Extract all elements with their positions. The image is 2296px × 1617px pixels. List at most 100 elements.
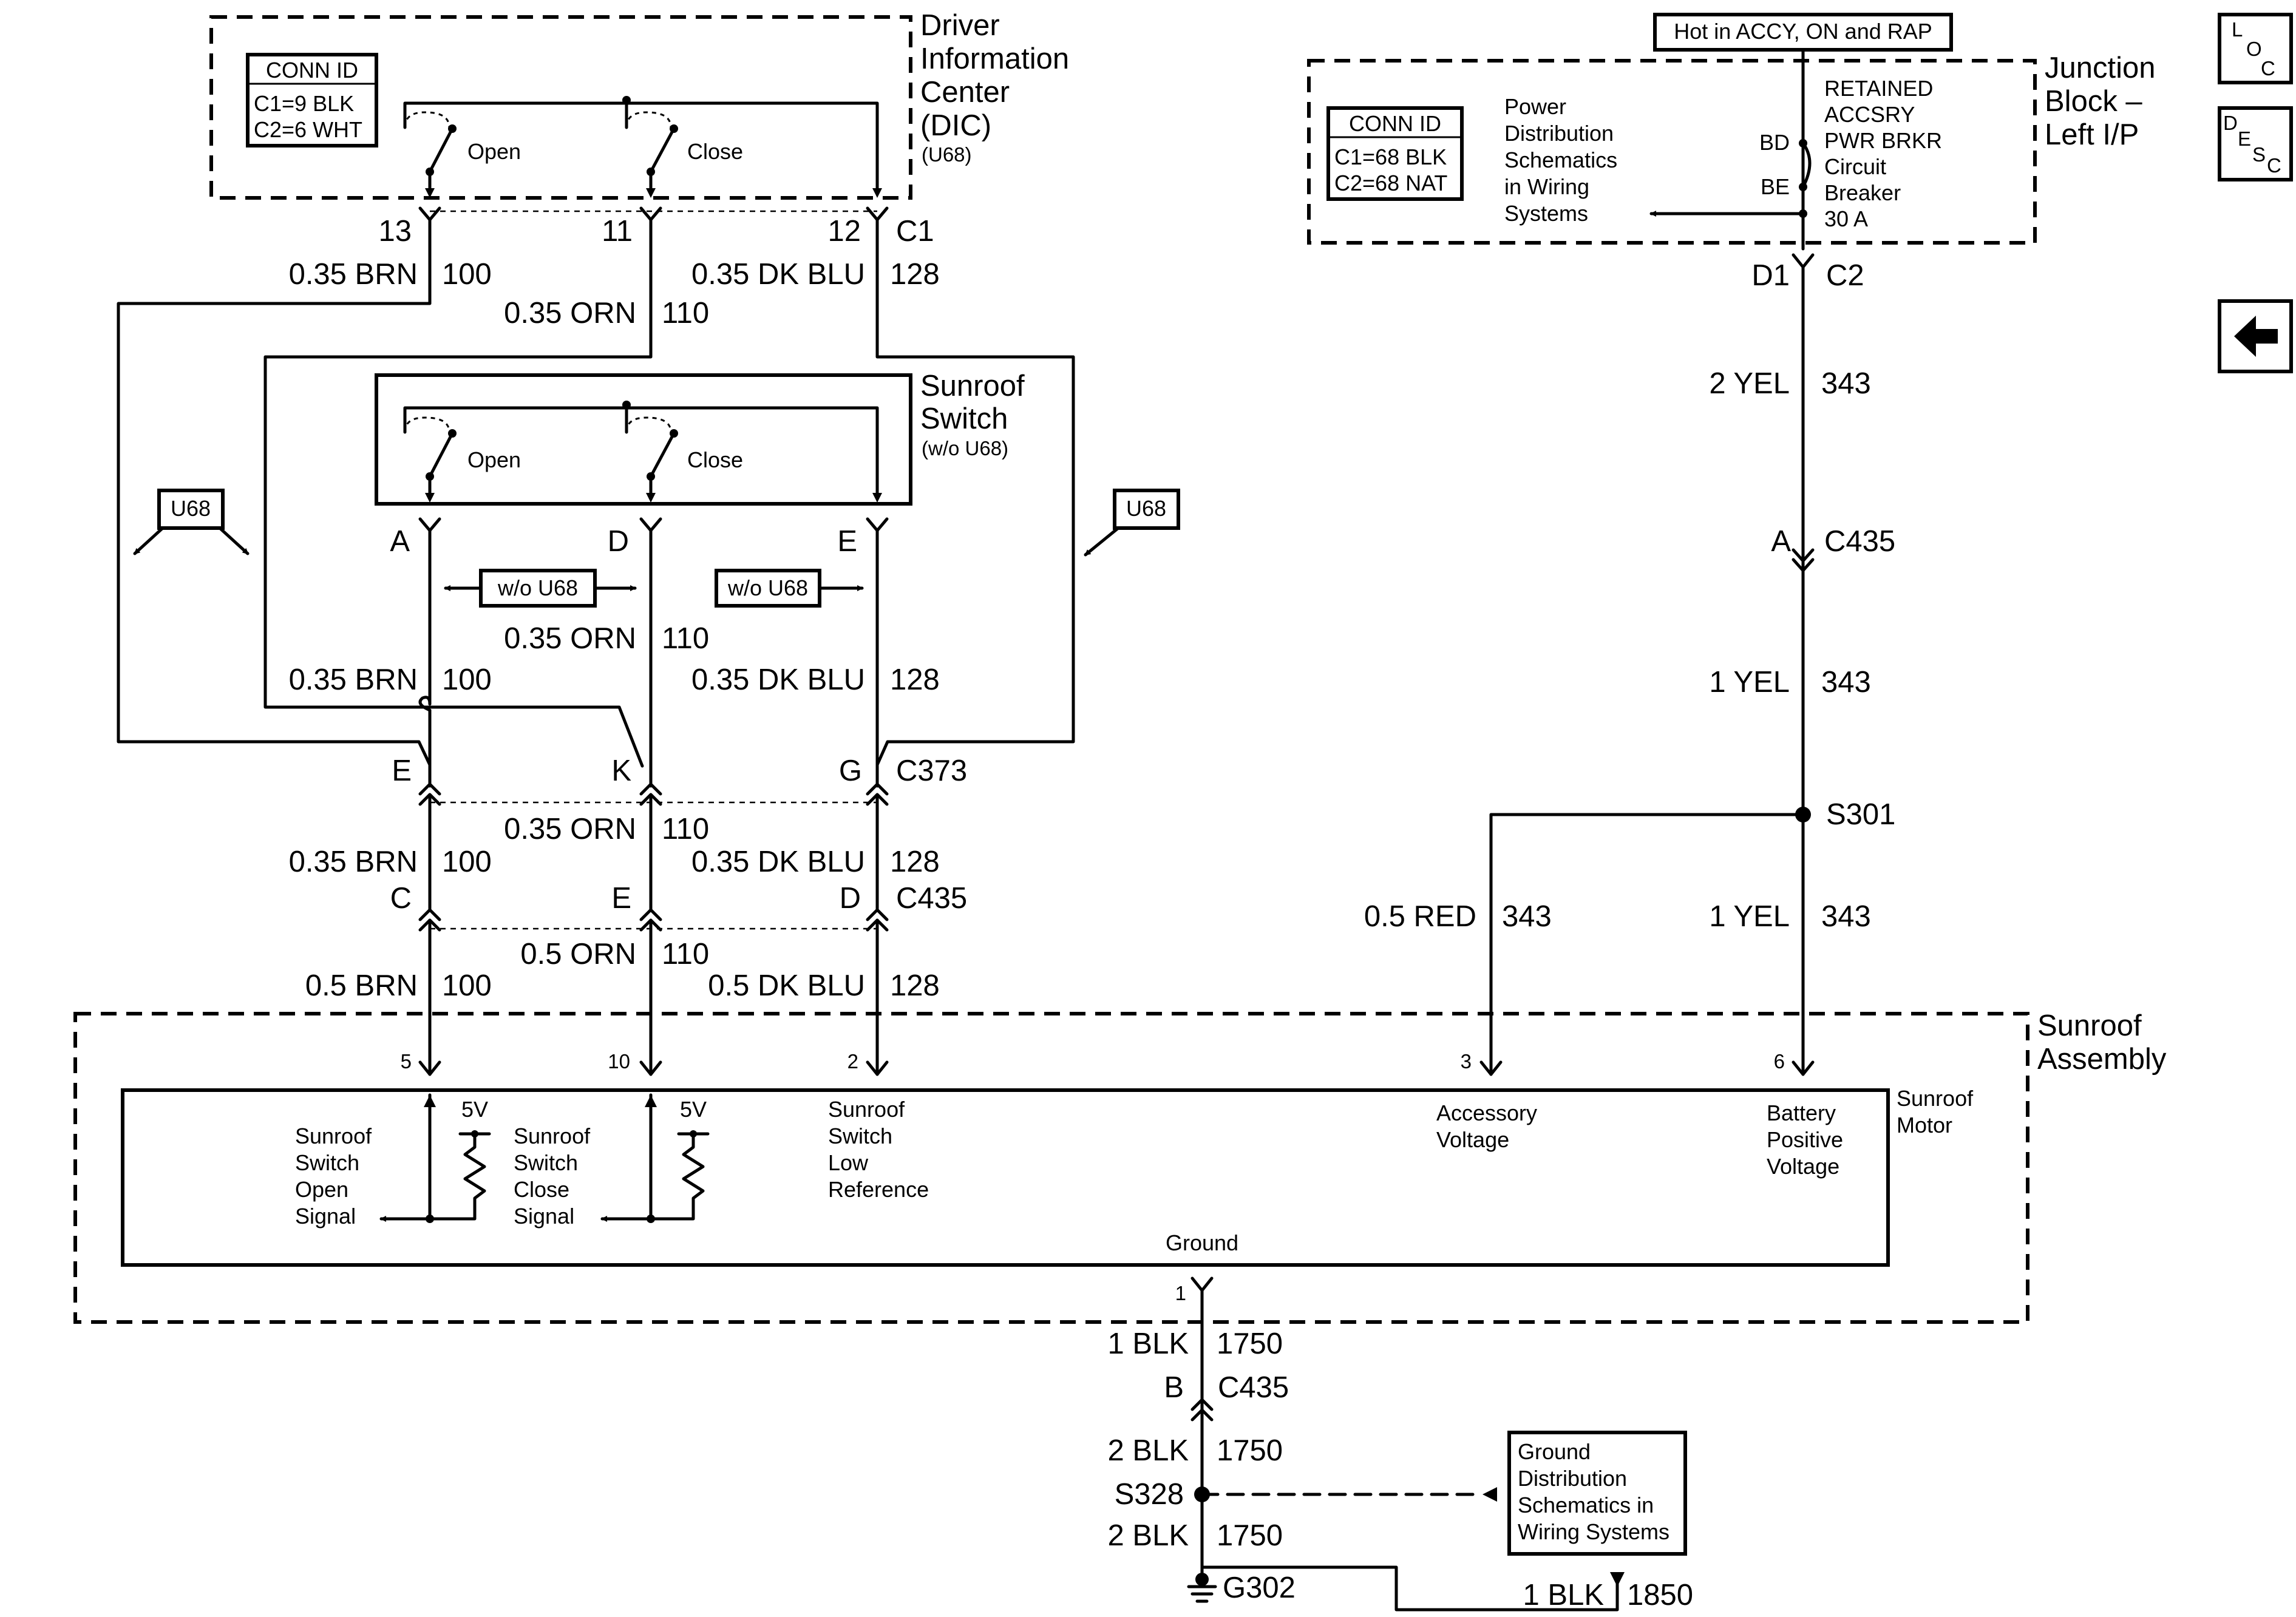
sunroof-switch-pin-e: E	[837, 525, 857, 558]
circuit-label: 100	[442, 846, 492, 878]
wo-u68-tag-1[interactable]: w/o U68	[444, 569, 637, 608]
dic-outline	[209, 15, 912, 200]
open-signal-circuit: 5V Sunroof Switch Open Signal	[295, 1093, 491, 1229]
power-dist-2: Distribution	[1504, 121, 1614, 146]
wire-label: 0.35 BRN	[289, 258, 418, 291]
wire-label: 0.5 RED	[1364, 900, 1476, 933]
loc-button[interactable]: L O C	[2218, 13, 2293, 84]
c435-label-upper: C435	[896, 882, 967, 915]
u68-tag-left-label: U68	[171, 496, 211, 521]
sunroof-switch-open-label: Open	[467, 447, 521, 472]
wire-label: 0.35 BRN	[289, 846, 418, 878]
c435-pin-b: B	[1164, 1371, 1184, 1404]
breaker-line-2: ACCSRY	[1824, 102, 1915, 127]
open-signal-3: Open	[295, 1177, 348, 1202]
acc-voltage-1: Accessory	[1436, 1100, 1537, 1125]
back-arrow-icon	[2234, 316, 2278, 357]
desc-button[interactable]: D E S C	[2218, 106, 2293, 181]
circuit-label: 128	[890, 846, 940, 878]
c373-pin-k: K	[611, 754, 631, 787]
hot-label-text: Hot in ACCY, ON and RAP	[1674, 19, 1932, 44]
assembly-pin-5: 5	[401, 1050, 412, 1073]
dic-open-label: Open	[467, 139, 521, 164]
wo-u68-tag-2-label: w/o U68	[727, 575, 808, 600]
c435-label-right: C435	[1824, 525, 1895, 558]
sunroof-assembly-outline	[73, 1012, 2029, 1324]
wire-label: 0.35 BRN	[289, 663, 418, 696]
loc-letter-l: L	[2232, 18, 2243, 41]
junction-connector-c2: C2	[1826, 259, 1864, 292]
low-ref-4: Reference	[828, 1177, 929, 1202]
open-5v-label: 5V	[461, 1097, 488, 1122]
c435-label-lower: C435	[1218, 1371, 1289, 1404]
wire-1850	[1200, 1565, 1619, 1612]
dic-pin-11: 11	[602, 215, 633, 248]
dic-module: Driver Information Center (DIC) (U68) CO…	[209, 9, 1069, 248]
wire-128-dic	[875, 218, 1075, 767]
breaker-line-5: Breaker	[1824, 180, 1901, 205]
junction-block-outline	[1307, 59, 2037, 245]
wire-343-accessory	[1489, 813, 1805, 1076]
dic-close-switch: Close	[625, 111, 743, 195]
sunroof-assembly-title-2: Assembly	[2037, 1043, 2167, 1076]
close-signal-1: Sunroof	[514, 1124, 591, 1148]
u68-tag-right[interactable]: U68	[1084, 489, 1180, 557]
wire-label: 1 YEL	[1709, 900, 1790, 933]
ground-dist-2: Distribution	[1518, 1466, 1627, 1491]
low-ref-2: Switch	[828, 1124, 892, 1148]
ground-dist-box[interactable]: Ground Distribution Schematics in Wiring…	[1507, 1431, 1687, 1556]
open-signal-4: Signal	[295, 1204, 356, 1229]
c435-connector-upper: C E D C435	[390, 882, 967, 932]
ground-dist-1: Ground	[1518, 1439, 1591, 1464]
assembly-pin-2: 2	[847, 1050, 858, 1073]
junction-conn-c1: C1=68 BLK	[1334, 144, 1447, 169]
dic-internal-bus	[403, 101, 879, 195]
circuit-label: 128	[890, 969, 940, 1002]
desc-letter-e: E	[2238, 127, 2251, 150]
breaker-line-1: RETAINED	[1824, 76, 1933, 101]
circuit-breaker: BD BE RETAINED ACCSRY PWR BRKR Circuit B…	[1759, 76, 1942, 231]
circuit-label: 128	[890, 663, 940, 696]
dic-conn-id-title: CONN ID	[266, 58, 358, 83]
splice-s328-label: S328	[1115, 1478, 1184, 1511]
wire-label: 2 BLK	[1108, 1434, 1189, 1467]
circuit-label: 1750	[1217, 1327, 1283, 1360]
wire-label: 1 YEL	[1709, 666, 1790, 699]
wo-u68-tag-2[interactable]: w/o U68	[715, 569, 864, 608]
sunroof-assembly-title-1: Sunroof	[2037, 1009, 2142, 1042]
sunroof-switch-option: (w/o U68)	[922, 437, 1008, 459]
splice-s301-label: S301	[1826, 798, 1895, 831]
assembly-pin-10: 10	[608, 1050, 630, 1073]
sunroof-switch-close: Close	[625, 416, 743, 500]
circuit-label: 343	[1821, 367, 1871, 400]
wire-label: 0.35 ORN	[504, 813, 636, 846]
dic-title-2: Information	[920, 42, 1069, 75]
ground-dist-3: Schematics in	[1518, 1493, 1654, 1517]
wire-label: 0.35 ORN	[504, 622, 636, 655]
assembly-pin-3: 3	[1461, 1050, 1472, 1073]
circuit-label: 1750	[1217, 1519, 1283, 1552]
wire-label: 2 BLK	[1108, 1519, 1189, 1552]
wire-100-dic	[117, 218, 432, 767]
close-signal-circuit: 5V Sunroof Switch Close Signal	[514, 1093, 710, 1229]
open-signal-1: Sunroof	[295, 1124, 372, 1148]
dic-conn-id-box	[246, 53, 378, 147]
wire-label: 0.5 BRN	[305, 969, 418, 1002]
wire-label: 1 BLK	[1523, 1579, 1605, 1612]
close-5v-label: 5V	[680, 1097, 707, 1122]
sunroof-switch: Sunroof Switch (w/o U68) Open Close A	[375, 370, 1025, 558]
sunroof-switch-title-1: Sunroof	[920, 370, 1025, 402]
back-button[interactable]	[2218, 299, 2293, 373]
sunroof-switch-close-label: Close	[687, 447, 743, 472]
power-dist-1: Power	[1504, 94, 1566, 119]
junction-conn-id-box	[1326, 106, 1464, 201]
sunroof-switch-pin-a: A	[390, 525, 410, 558]
sunroof-motor-title-1: Sunroof	[1897, 1086, 1974, 1111]
circuit-label: 343	[1821, 666, 1871, 699]
wire-label: 0.5 ORN	[520, 938, 636, 971]
u68-tag-left[interactable]: U68	[133, 489, 250, 555]
breaker-pin-bd: BD	[1759, 130, 1790, 155]
circuit-label: 110	[662, 622, 709, 655]
circuit-label: 128	[890, 258, 940, 291]
motor-ground-label: Ground	[1166, 1230, 1238, 1255]
